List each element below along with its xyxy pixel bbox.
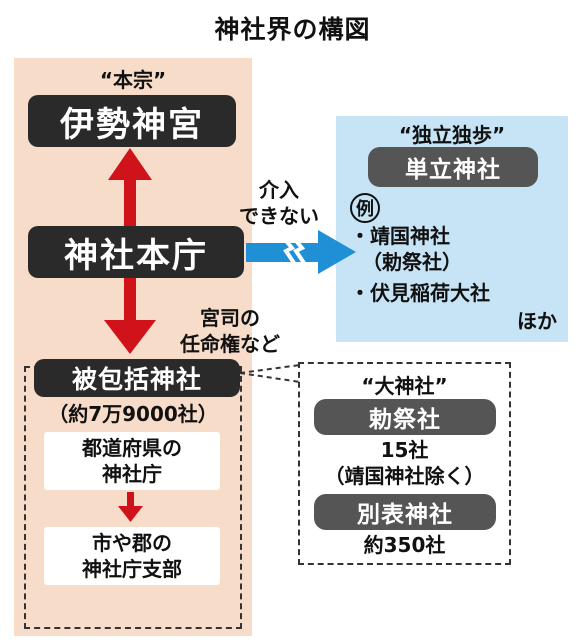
ise-jingu-box: 伊勢神宮 (28, 95, 236, 147)
example-others: ほか (517, 308, 557, 333)
authority-label-line2: 任命権など (180, 331, 280, 356)
daijinja-group-box (298, 362, 511, 565)
chokusaisha-count: 15社 (380, 438, 429, 462)
prefecture-jinjacho-box: 都道府県の 神社庁 (44, 432, 220, 490)
chokusaisha-box: 勅祭社 (314, 399, 496, 435)
prefecture-line1: 都道府県の (82, 436, 182, 460)
daijinja-quote: “大神社” (361, 374, 448, 398)
no-intervention-line2: できない (239, 203, 319, 228)
hihokatsu-jinja-box: 被包括神社 (34, 359, 240, 397)
chokusaisha-info: 15社 （靖国神社除く） (298, 438, 511, 489)
authority-label-line1: 宮司の (200, 306, 260, 330)
red-double-arrow (108, 148, 152, 232)
beppyo-jinja-box: 別表神社 (314, 494, 496, 530)
honshu-quote: “本宗” (99, 68, 167, 92)
tanritsu-jinja-box: 単立神社 (368, 147, 538, 187)
branch-office-box: 市や郡の 神社庁支部 (44, 527, 220, 585)
branch-line2: 神社庁支部 (82, 557, 182, 581)
beppyo-count: 約350社 (363, 533, 446, 557)
example-mark-text: 例 (350, 193, 380, 223)
dashed-connector (239, 364, 301, 383)
red-small-arrow (118, 492, 143, 522)
authority-label: 宮司の 任命権など (150, 306, 310, 357)
example-mark: 例 (350, 193, 380, 223)
diagram-title: 神社界の構図 (214, 15, 371, 44)
example-item-yasukuni-note: （勅祭社） (362, 249, 462, 274)
example-list: ・靖国神社 （勅祭社） ・伏見稲荷大社 ほか (350, 224, 565, 334)
branch-line1: 市や郡の (92, 531, 172, 555)
prefecture-line2: 神社庁 (102, 462, 162, 486)
example-item-yasukuni: ・靖国神社 (350, 224, 450, 248)
hihokatsu-count: （約7万9000社） (48, 402, 218, 426)
blue-blocked-arrow (246, 230, 356, 274)
jinja-honcho-box: 神社本庁 (28, 226, 244, 278)
example-item-fushimi-inari: ・伏見稲荷大社 (350, 281, 490, 306)
chokusaisha-note: （靖国神社除く） (324, 463, 485, 488)
no-intervention-label: 介入 できない (226, 178, 332, 229)
red-down-arrow (104, 272, 156, 354)
no-intervention-line1: 介入 (259, 178, 299, 202)
independent-quote: “独立独歩” (398, 123, 506, 147)
